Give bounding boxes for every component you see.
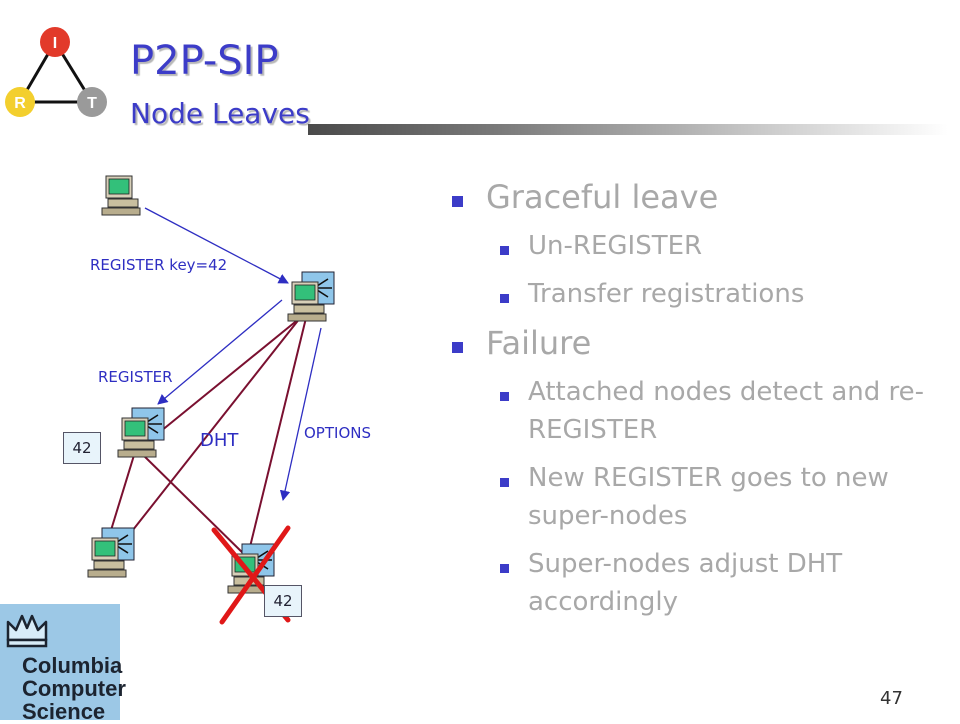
crown-icon	[6, 614, 48, 648]
sub-bullet-new-register: New REGISTER goes to new super-nodes	[528, 463, 889, 531]
bullet-marker	[500, 392, 509, 401]
key-box-failed: 42	[264, 585, 302, 617]
irt-node-r	[5, 87, 35, 117]
client-node	[101, 175, 141, 216]
super-node-left	[118, 408, 164, 457]
slide-subtitle: Node Leaves	[130, 97, 310, 130]
sub-bullet-adjust-dht: Super-nodes adjust DHT accordingly	[528, 549, 843, 617]
bullet-marker	[500, 294, 509, 303]
svg-text:T: T	[87, 95, 97, 112]
label-options: OPTIONS	[304, 424, 371, 442]
message-arrows	[144, 207, 322, 502]
p2p-diagram	[60, 175, 420, 625]
label-dht: DHT	[200, 430, 239, 451]
bullet-graceful-leave: Graceful leave	[486, 178, 719, 216]
super-node-top	[288, 272, 334, 321]
bullet-marker	[500, 478, 509, 487]
title-divider	[308, 124, 948, 135]
slide-title: P2P-SIP	[130, 38, 279, 84]
bullet-marker	[500, 564, 509, 573]
sub-bullet-detect: Attached nodes detect and re-REGISTER	[528, 377, 925, 445]
label-register: REGISTER	[98, 368, 173, 386]
bullet-marker	[452, 196, 463, 207]
bullet-marker	[500, 246, 509, 255]
logo-line-1: Columbia	[22, 653, 123, 678]
key-box-left: 42	[63, 432, 101, 464]
irt-node-t	[77, 87, 107, 117]
dht-links	[107, 317, 307, 561]
sub-bullet-unregister: Un-REGISTER	[528, 231, 703, 261]
logo-line-2: Computer	[22, 676, 126, 701]
irt-node-i	[40, 27, 70, 57]
bullet-marker	[452, 342, 463, 353]
svg-text:I: I	[53, 35, 57, 52]
super-node-bottom-left	[88, 528, 134, 577]
svg-text:R: R	[14, 95, 26, 112]
label-register-key: REGISTER key=42	[90, 256, 228, 274]
bullet-failure: Failure	[486, 324, 592, 362]
columbia-logo: Columbia Computer Science	[0, 604, 126, 724]
page-number: 47	[880, 688, 903, 709]
sub-bullet-transfer: Transfer registrations	[528, 279, 805, 309]
irt-logo: I R T	[5, 27, 107, 117]
logo-line-3: Science	[22, 699, 106, 724]
